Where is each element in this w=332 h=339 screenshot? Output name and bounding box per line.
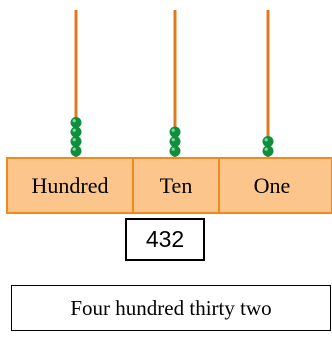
one-cell bbox=[218, 157, 332, 214]
bead-highlight bbox=[72, 147, 76, 151]
tens-beads bbox=[169, 126, 181, 157]
number-words: Four hundred thirty two bbox=[70, 295, 272, 320]
number-value: 432 bbox=[145, 226, 185, 252]
bead bbox=[262, 136, 274, 147]
bead-highlight bbox=[171, 128, 175, 132]
ones-beads bbox=[262, 136, 274, 157]
bead bbox=[262, 145, 274, 157]
bead bbox=[70, 136, 82, 147]
one-label: One bbox=[254, 173, 291, 198]
bead-highlight bbox=[72, 138, 76, 142]
bead bbox=[169, 126, 181, 138]
ten-label: Ten bbox=[160, 173, 193, 198]
bead-highlight bbox=[264, 138, 268, 142]
hundred-label: Hundred bbox=[32, 173, 109, 198]
bead bbox=[70, 126, 82, 138]
bead bbox=[169, 145, 181, 157]
bead bbox=[70, 117, 82, 128]
bead-highlight bbox=[171, 147, 175, 151]
bead-highlight bbox=[72, 119, 76, 123]
bead-highlight bbox=[264, 147, 268, 151]
bead bbox=[169, 136, 181, 147]
bead-highlight bbox=[171, 138, 175, 142]
number-box: 432 bbox=[125, 218, 205, 261]
bead bbox=[70, 145, 82, 157]
place-value-table: Hundred Ten One bbox=[6, 157, 332, 214]
number-words-box: Four hundred thirty two bbox=[11, 285, 331, 331]
bead-highlight bbox=[72, 128, 76, 132]
hundreds-beads bbox=[70, 117, 82, 157]
